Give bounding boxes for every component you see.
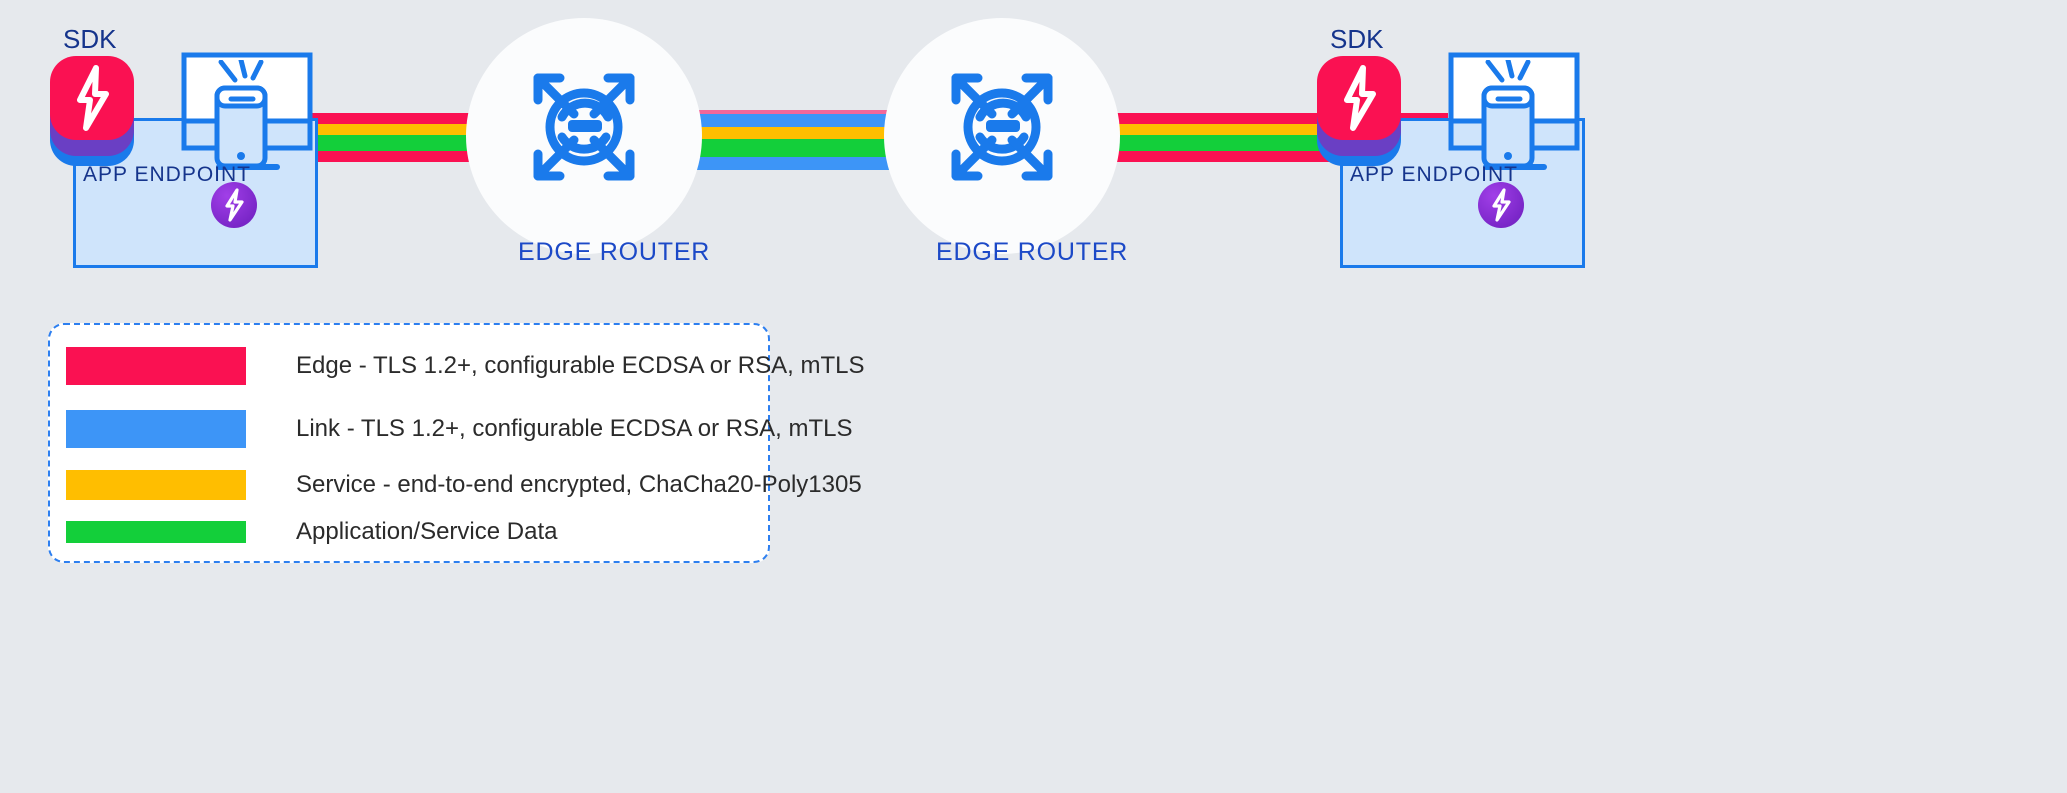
legend-row-application-data: Application/Service Data (66, 518, 557, 546)
left-router-arrows-icon (533, 73, 635, 181)
legend-swatch-application-data (66, 521, 246, 543)
left-ziti-badge-icon (211, 182, 257, 228)
right-router-label: EDGE ROUTER (936, 238, 1129, 266)
lightning-bolt-icon (77, 65, 109, 131)
legend-row-edge: Edge - TLS 1.2+, configurable ECDSA or R… (66, 347, 865, 385)
legend-swatch-service (66, 470, 246, 500)
legend-label-service: Service - end-to-end encrypted, ChaCha20… (296, 471, 862, 498)
legend-row-service: Service - end-to-end encrypted, ChaCha20… (66, 470, 862, 500)
pipe-right-service-orange-top (1048, 124, 1448, 135)
legend-box: Edge - TLS 1.2+, configurable ECDSA or R… (48, 323, 865, 563)
pipe-left-service-orange-top (256, 124, 656, 135)
left-sdk-label: SDK (63, 24, 117, 54)
left-router-label: EDGE ROUTER (518, 238, 711, 266)
pipe-left-edge-red-top (256, 113, 656, 124)
right-router-arrows-icon (951, 73, 1053, 181)
left-smartphone-icon (214, 60, 268, 169)
legend-label-application-data: Application/Service Data (296, 518, 558, 545)
left-sdk-stack-icon (46, 56, 146, 166)
right-ziti-badge-icon (1478, 182, 1524, 228)
legend-label-edge: Edge - TLS 1.2+, configurable ECDSA or R… (296, 352, 865, 379)
legend-swatch-link (66, 410, 246, 448)
pipe-left-edge-red-bottom (256, 151, 656, 162)
right-endpoint-label: APP ENDPOINT (1350, 163, 1518, 186)
left-router-circle[interactable] (466, 18, 702, 254)
right-sdk-stack-icon (1313, 56, 1413, 166)
right-sdk-label: SDK (1330, 24, 1384, 54)
pipe-right-edge-red-top (1048, 113, 1448, 124)
pipe-link-edge-red-top (656, 110, 1048, 114)
legend-row-link: Link - TLS 1.2+, configurable ECDSA or R… (66, 410, 852, 448)
pipe-right-edge-red-bottom (1048, 151, 1448, 162)
legend-label-link: Link - TLS 1.2+, configurable ECDSA or R… (296, 415, 853, 442)
right-smartphone-icon (1481, 60, 1535, 169)
right-router-circle[interactable] (884, 18, 1120, 254)
lightning-bolt-icon (1344, 65, 1376, 131)
left-endpoint-label: APP ENDPOINT (83, 163, 251, 186)
legend-swatch-edge (66, 347, 246, 385)
